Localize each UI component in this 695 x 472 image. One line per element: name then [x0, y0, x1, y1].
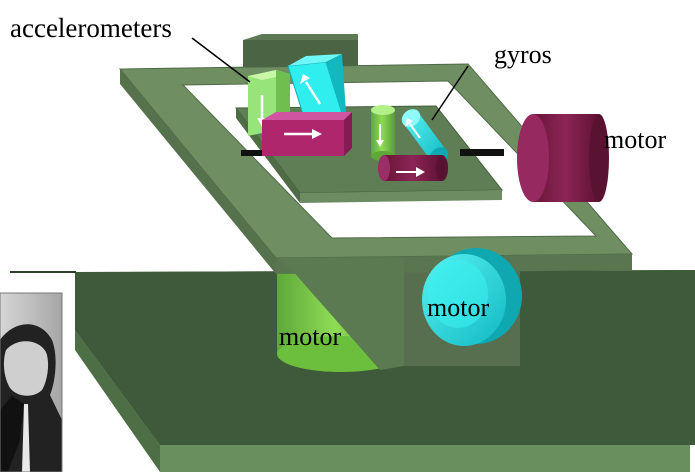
direction-arrow [300, 74, 322, 105]
accelerometer-magenta [262, 112, 352, 156]
direction-arrow [284, 129, 322, 139]
leader-lines [191, 37, 469, 121]
gyro-green [371, 105, 395, 161]
accelerometer-cyan [287, 54, 346, 128]
direction-arrow [376, 124, 384, 147]
accelerometers-label: accelerometers [10, 13, 172, 43]
maroon-motor [517, 114, 609, 202]
gyro-maroon [378, 155, 448, 181]
direction-arrow [405, 118, 421, 139]
person-photo [0, 292, 63, 472]
cyan-motor [422, 248, 522, 346]
direction-arrow [396, 167, 425, 177]
motor-left-label: motor [279, 322, 341, 351]
gyros-label: gyros [494, 40, 552, 69]
motor-right-label: motor [604, 125, 666, 154]
motor-center-label: motor [427, 293, 489, 322]
